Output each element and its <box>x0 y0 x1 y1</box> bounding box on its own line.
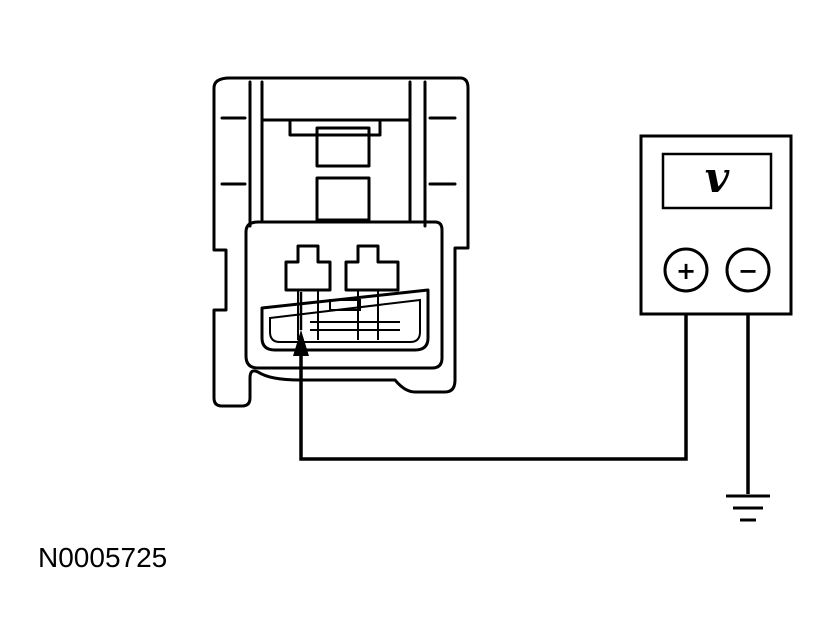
meter-display-symbol: v <box>705 153 730 202</box>
negative-terminal <box>725 247 771 293</box>
positive-terminal <box>663 247 709 293</box>
meter-display <box>661 152 773 210</box>
negative-terminal-label: − <box>738 257 758 285</box>
connector-icon <box>212 76 470 408</box>
test-leads <box>299 290 750 494</box>
positive-terminal-label: + <box>676 257 696 285</box>
ground-icon <box>726 494 770 522</box>
voltmeter-icon: v + − <box>639 134 793 316</box>
figure-code: N0005725 <box>38 542 168 573</box>
probe-icon <box>293 292 309 356</box>
